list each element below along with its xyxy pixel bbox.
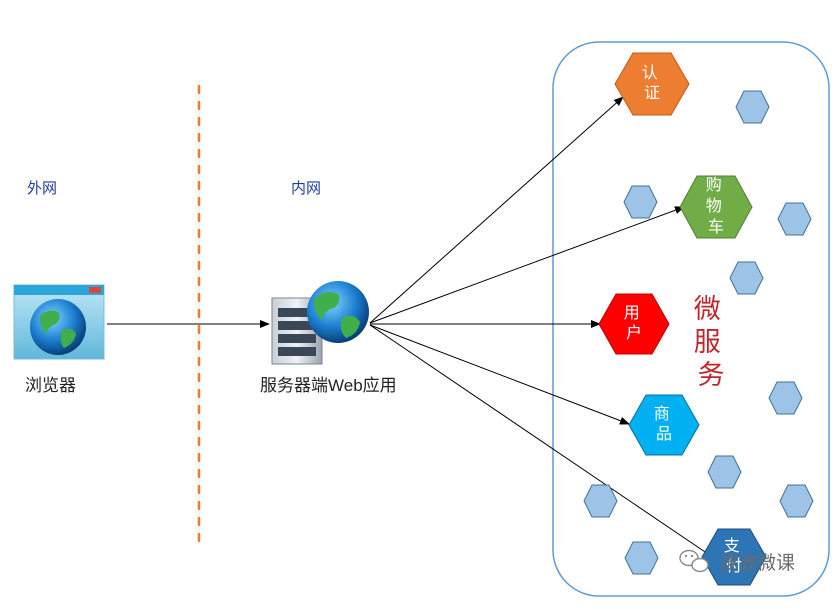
filler-hexagon [583, 484, 618, 518]
service-auth-label-line: 认 [642, 64, 658, 82]
browser-globe-icon [13, 284, 105, 360]
filler-hexagon [624, 541, 659, 575]
service-user-label-line: 用 [624, 305, 640, 322]
service-user-label-line: 户 [626, 324, 642, 342]
filler-hexagon [707, 455, 742, 489]
arrow-server-to-cart [369, 206, 685, 324]
service-pay-label-line: 支 [724, 537, 740, 555]
arrow-server-to-pay [369, 324, 712, 557]
watermark: 波波微课 [679, 549, 795, 574]
service-auth-hexagon [614, 52, 690, 116]
service-goods-label-line: 品 [656, 426, 672, 443]
service-cart-label-line: 车 [708, 218, 724, 236]
microservices-title: 微 服 务 [694, 294, 729, 390]
service-pay-hexagon [701, 528, 767, 586]
service-pay-label: 支 付 [724, 537, 744, 575]
service-auth: 认 证 [614, 52, 690, 116]
wechat-icon [679, 549, 709, 573]
arrow-server-to-goods [369, 324, 630, 425]
service-pay-label-line: 付 [726, 557, 742, 575]
filler-hexagon [768, 381, 803, 415]
arrow-server-to-auth [369, 96, 624, 324]
service-goods-label: 商 品 [654, 405, 674, 443]
service-cart-label: 购 物 车 [706, 176, 726, 236]
server-label: 服务器端Web应用 [260, 376, 397, 395]
service-goods-label-line: 商 [654, 405, 670, 423]
zone-label-outer: 外网 [27, 180, 57, 197]
filler-hexagon [735, 90, 770, 124]
service-goods: 商 品 [628, 394, 700, 456]
microservices-title-char: 务 [698, 360, 725, 390]
service-pay: 支 付 [701, 528, 767, 586]
filler-hexagon [729, 261, 764, 295]
watermark-text: 波波微课 [719, 552, 795, 574]
filler-hexagon [623, 185, 658, 219]
service-user-hexagon [598, 293, 670, 355]
microservices-title-char: 微 [694, 294, 721, 324]
filler-hexagon [777, 202, 812, 236]
microservices-container [552, 41, 830, 597]
service-cart-label-line: 物 [706, 197, 722, 215]
server-globe-icon [271, 281, 369, 365]
service-auth-label-line: 证 [644, 84, 660, 102]
browser-node: 浏览器 [13, 284, 105, 395]
microservices-title-char: 服 [694, 327, 721, 357]
service-goods-hexagon [628, 394, 700, 456]
browser-label: 浏览器 [25, 376, 76, 395]
filler-hexagon [779, 484, 814, 518]
service-auth-label: 认 证 [642, 64, 662, 102]
filler-hexagons [583, 90, 814, 575]
zone-label-inner: 内网 [291, 180, 321, 197]
service-cart: 购 物 车 [679, 175, 753, 239]
service-user: 用 户 [598, 293, 670, 355]
service-cart-hexagon [679, 175, 753, 239]
service-user-label: 用 户 [624, 305, 644, 342]
server-node: 服务器端Web应用 [260, 281, 397, 395]
service-cart-label-line: 购 [706, 176, 722, 194]
